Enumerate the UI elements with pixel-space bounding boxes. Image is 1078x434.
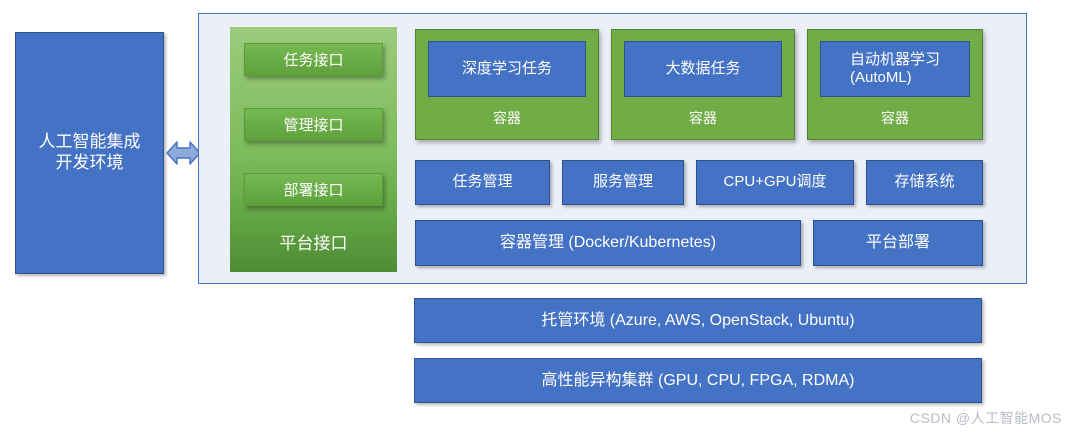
interface-button-deploy[interactable]: 部署接口 bbox=[244, 173, 383, 206]
service-box-storage-system-label: 存储系统 bbox=[894, 173, 955, 191]
task-box-big-data: 大数据任务 bbox=[624, 41, 782, 97]
watermark: CSDN @人工智能MOS bbox=[909, 410, 1062, 426]
container-card-big-data: 大数据任务 容器 bbox=[611, 29, 795, 140]
service-box-storage-system: 存储系统 bbox=[866, 160, 983, 205]
container-caption-1: 容器 bbox=[689, 110, 717, 126]
task-box-deep-learning: 深度学习任务 bbox=[428, 41, 586, 97]
ai-ide-box: 人工智能集成 开发环境 bbox=[15, 32, 164, 274]
interface-button-management[interactable]: 管理接口 bbox=[244, 108, 383, 141]
container-caption-2: 容器 bbox=[881, 110, 909, 126]
management-box-platform-deployment: 平台部署 bbox=[813, 220, 983, 266]
management-box-platform-deployment-label: 平台部署 bbox=[865, 234, 930, 252]
management-box-container-management-label: 容器管理 (Docker/Kubernetes) bbox=[499, 234, 717, 252]
task-box-automl-label-line1: 自动机器学习 bbox=[849, 51, 940, 68]
container-card-automl: 自动机器学习 (AutoML) 容器 bbox=[807, 29, 983, 140]
task-box-automl-label-line2: (AutoML) bbox=[849, 69, 912, 86]
interface-button-deploy-label: 部署接口 bbox=[283, 182, 344, 199]
platform-panel: 任务接口 管理接口 部署接口 平台接口 深度学习任务 容器 大数据任务 容器 bbox=[198, 13, 1027, 284]
interface-button-task[interactable]: 任务接口 bbox=[244, 43, 383, 76]
interface-button-task-label: 任务接口 bbox=[283, 52, 344, 69]
container-card-deep-learning: 深度学习任务 容器 bbox=[415, 29, 599, 140]
service-box-service-management-label: 服务管理 bbox=[592, 173, 653, 191]
infrastructure-bar-hosting-environment-label: 托管环境 (Azure, AWS, OpenStack, Ubuntu) bbox=[541, 311, 855, 329]
task-box-automl-labels: 自动机器学习 (AutoML) bbox=[850, 51, 940, 87]
ai-ide-label: 人工智能集成 开发环境 bbox=[39, 132, 141, 173]
service-box-task-management-label: 任务管理 bbox=[452, 173, 513, 191]
service-box-task-management: 任务管理 bbox=[415, 160, 550, 205]
service-box-cpu-gpu-scheduling: CPU+GPU调度 bbox=[696, 160, 854, 205]
management-box-container-management: 容器管理 (Docker/Kubernetes) bbox=[415, 220, 801, 266]
service-box-cpu-gpu-scheduling-label: CPU+GPU调度 bbox=[723, 173, 827, 191]
interface-button-management-label: 管理接口 bbox=[283, 117, 344, 134]
service-box-service-management: 服务管理 bbox=[562, 160, 684, 205]
ai-ide-label-line1: 人工智能集成 bbox=[38, 132, 141, 152]
infrastructure-bar-hosting-environment: 托管环境 (Azure, AWS, OpenStack, Ubuntu) bbox=[414, 298, 982, 343]
ai-ide-label-line2: 开发环境 bbox=[55, 153, 124, 172]
interface-column: 任务接口 管理接口 部署接口 平台接口 bbox=[230, 27, 397, 272]
task-box-big-data-label: 大数据任务 bbox=[665, 60, 741, 77]
container-caption-0: 容器 bbox=[493, 110, 521, 126]
task-box-automl: 自动机器学习 (AutoML) bbox=[820, 41, 970, 97]
infrastructure-bar-hpc-cluster: 高性能异构集群 (GPU, CPU, FPGA, RDMA) bbox=[414, 358, 982, 403]
platform-interface-label: 平台接口 bbox=[279, 233, 348, 253]
task-box-deep-learning-label: 深度学习任务 bbox=[461, 60, 552, 77]
double-arrow-icon bbox=[166, 136, 201, 170]
infrastructure-bar-hpc-cluster-label: 高性能异构集群 (GPU, CPU, FPGA, RDMA) bbox=[541, 371, 855, 389]
